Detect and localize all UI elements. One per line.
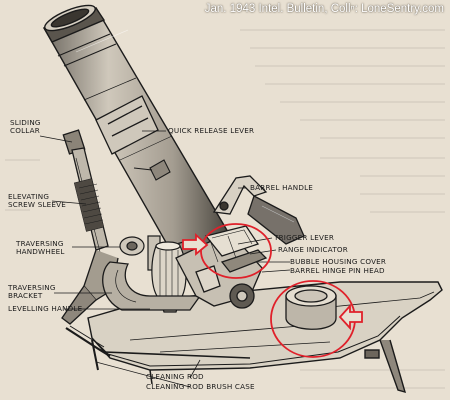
label-elevating-screw-sleeve: ELEVATING SCREW SLEEVE	[8, 192, 67, 209]
label-trigger-lever: TRIGGER LEVER	[274, 233, 335, 242]
label-quick-release-lever: QUICK RELEASE LEVER	[168, 126, 255, 135]
label-barrel-handle: BARREL HANDLE	[250, 183, 314, 192]
label-cleaning-rod: CLEANING ROD	[146, 372, 204, 381]
screw-sleeve-knurl	[73, 178, 105, 232]
cleaning-rod-drawing	[65, 325, 251, 359]
background-page-texture	[5, 29, 445, 389]
highlight-arrow-bubble	[338, 303, 363, 331]
red-highlights	[182, 223, 363, 358]
label-barrel-hinge-pin-head: BARREL HINGE PIN HEAD	[290, 266, 385, 275]
barrel-handle-drawing	[212, 175, 305, 245]
image-credit: Jan. 1943 Intel. Bulletin, Collⁿ: LoneSe…	[204, 3, 444, 15]
quick-release-lever-drawing	[133, 159, 171, 181]
traversing-bracket-shell	[102, 261, 202, 311]
label-bubble-housing-cover: BUBBLE HOUSING COVER	[290, 257, 387, 266]
label-levelling-handle: LEVELLING HANDLE	[8, 304, 83, 313]
label-traversing-handwheel: TRAVERSING HANDWHEEL	[16, 239, 65, 256]
label-traversing-bracket: TRAVERSING BRACKET	[8, 283, 56, 300]
label-sliding-collar: SLIDING COLLAR	[10, 118, 41, 135]
highlight-arrow-sight	[182, 232, 209, 256]
collar-block	[95, 95, 159, 155]
label-cleaning-rod-brush-case: CLEANING ROD BRUSH CASE	[146, 382, 255, 391]
bubble-housing	[285, 285, 337, 330]
label-range-indicator: RANGE INDICATOR	[278, 245, 348, 254]
